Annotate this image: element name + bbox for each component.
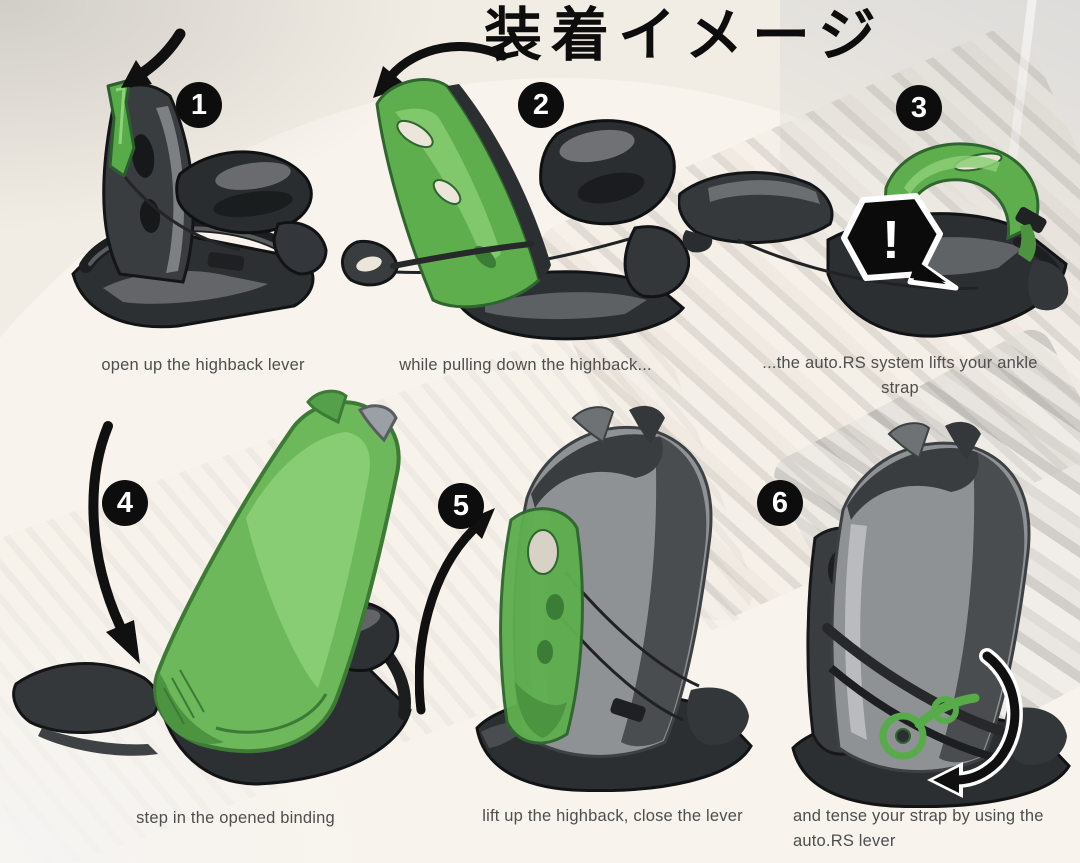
alert-icon: ! — [841, 193, 959, 291]
arrow-down-left-icon — [121, 28, 186, 88]
step-3-caption: ...the auto.RS system lifts your ankle s… — [762, 354, 1038, 397]
step-4-caption: step in the opened binding — [136, 809, 335, 827]
step-5-caption: lift up the highback, close the lever — [482, 807, 743, 825]
step-1-caption: open up the highback lever — [101, 356, 305, 374]
alert-exclamation: ! — [882, 210, 900, 270]
step-6-number-badge: 6 — [757, 480, 803, 526]
step-5-illustration-close-highback — [415, 405, 753, 792]
arrow-curve-up-icon — [415, 508, 495, 715]
step-6-caption: and tense your strap by using the auto.R… — [793, 807, 1044, 850]
step-2-number-badge: 2 — [518, 82, 564, 128]
page-title: 装着イメージ — [484, 3, 885, 68]
step-2-caption: while pulling down the highback... — [399, 356, 652, 374]
step-4-number-badge: 4 — [102, 480, 148, 526]
step-1-illustration-binding-lever-open — [71, 28, 328, 329]
arrow-curve-down-icon — [88, 421, 140, 664]
step-3-number-badge: 3 — [896, 85, 942, 131]
step-4-illustration-boot-step-in — [12, 389, 412, 786]
step-2-illustration-highback-folding — [341, 42, 690, 341]
step-6-illustration-tense-strap-lever — [791, 421, 1071, 808]
step-5-number-badge: 5 — [438, 483, 484, 529]
step-3-illustration-strap-lifted: ! — [678, 142, 1069, 338]
step-1-number-badge: 1 — [176, 82, 222, 128]
